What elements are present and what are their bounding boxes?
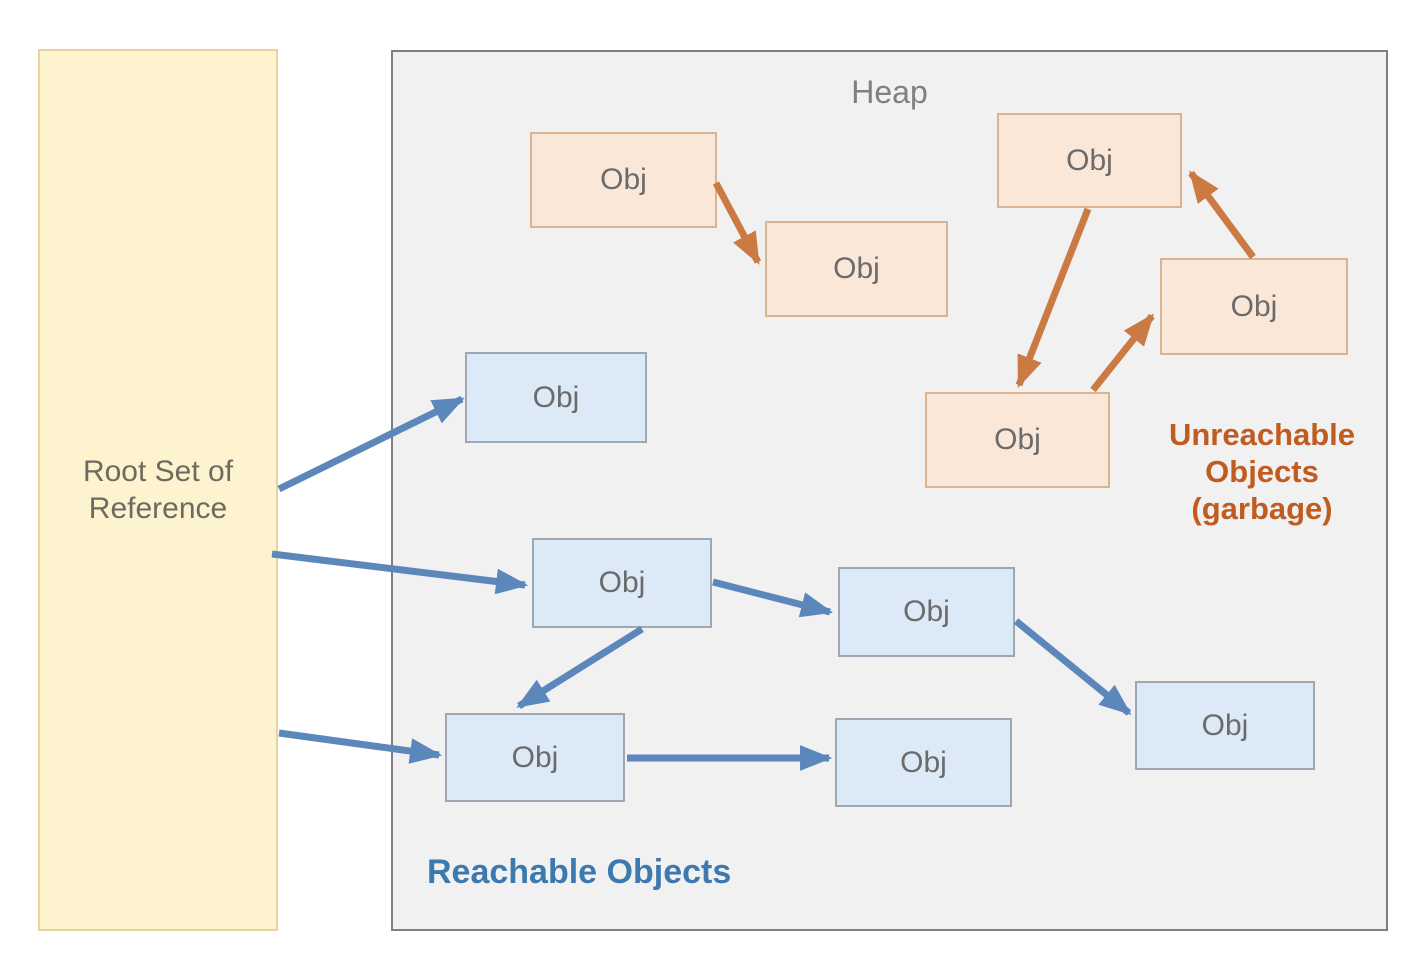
obj-unreachable-2: Obj [765, 221, 948, 317]
heap-label: Heap [851, 74, 928, 110]
obj-unreachable-4: Obj [1160, 258, 1348, 355]
root-set-label: Root Set of Reference [82, 454, 234, 526]
obj-reachable-5: Obj [445, 713, 625, 802]
obj-reachable-3: Obj [838, 567, 1015, 657]
obj-reachable-2: Obj [532, 538, 712, 628]
root-set-panel: Root Set of Reference [38, 49, 278, 931]
obj-reachable-4: Obj [1135, 681, 1315, 770]
obj-unreachable-1: Obj [530, 132, 717, 228]
unreachable-objects-legend: Unreachable Objects (garbage) [1168, 417, 1356, 527]
obj-unreachable-3: Obj [997, 113, 1182, 208]
reachable-objects-legend: Reachable Objects [427, 853, 732, 891]
obj-reachable-1: Obj [465, 352, 647, 443]
obj-unreachable-5: Obj [925, 392, 1110, 488]
obj-reachable-6: Obj [835, 718, 1012, 807]
